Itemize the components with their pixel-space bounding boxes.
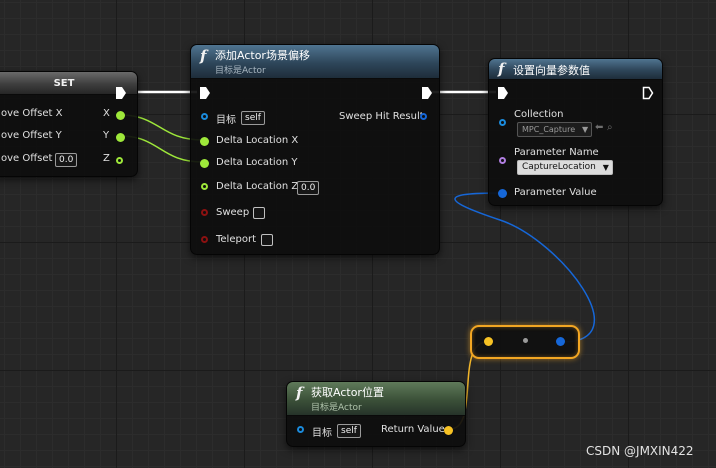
conversion-output-pin[interactable] — [556, 337, 565, 346]
set-node-title: SET — [53, 78, 75, 89]
add-offset-header[interactable]: f 添加Actor场景偏移 目标是Actor — [191, 45, 439, 79]
parameter-name-row: Parameter Name CaptureLocation ▼ — [489, 147, 662, 175]
delta-location-x-label: Delta Location X — [216, 135, 299, 146]
parameter-value-label: Parameter Value — [514, 187, 597, 198]
teleport-input-pin[interactable] — [201, 236, 208, 243]
exec-input-pin[interactable] — [497, 86, 509, 100]
function-icon: f — [200, 47, 207, 65]
target-row: 目标 self Sweep Hit Result — [191, 110, 439, 126]
set-row-y: ove Offset Y Y — [0, 130, 137, 146]
delta-y-row: Delta Location Y — [191, 156, 439, 172]
parameter-name-dropdown[interactable]: CaptureLocation ▼ — [517, 160, 613, 175]
struct-wire-reroute-to-param — [454, 192, 596, 343]
z-output-pin[interactable] — [116, 157, 123, 164]
teleport-label: Teleport — [216, 234, 256, 245]
x-pin-label: X — [103, 108, 110, 119]
function-icon: f — [296, 384, 303, 402]
sweep-hit-result-output-pin[interactable] — [420, 113, 427, 120]
exec-output-pin[interactable] — [421, 86, 433, 100]
move-offset-z-label: ove Offset Z — [1, 153, 63, 164]
delta-x-row: Delta Location X — [191, 134, 439, 150]
add-offset-title: 添加Actor场景偏移 — [215, 49, 310, 62]
collection-label: Collection — [514, 109, 564, 120]
chevron-down-icon: ▼ — [581, 125, 589, 134]
target-self-value[interactable]: self — [241, 111, 265, 125]
get-location-subtitle: 目标是Actor — [311, 403, 362, 413]
add-actor-world-offset-node[interactable]: f 添加Actor场景偏移 目标是Actor 目标 self Sweep Hit… — [190, 44, 440, 255]
delta-z-row: Delta Location Z 0.0 — [191, 180, 439, 196]
delta-location-y-label: Delta Location Y — [216, 157, 298, 168]
exec-output-pin[interactable] — [115, 86, 127, 100]
collection-input-pin[interactable] — [499, 119, 506, 126]
set-row-x: ove Offset X X — [0, 108, 137, 124]
teleport-row: Teleport — [191, 233, 439, 249]
get-location-row: 目标 self Return Value — [287, 423, 465, 439]
x-output-pin[interactable] — [116, 111, 125, 120]
set-vector-parameter-value-node[interactable]: f 设置向量参数值 Collection MPC_Capture ▼ ⬅ ⌕ P… — [488, 58, 663, 206]
exec-output-pin[interactable] — [642, 86, 654, 100]
sweep-checkbox[interactable] — [253, 207, 265, 219]
target-label: 目标 — [312, 428, 332, 439]
sweep-label: Sweep — [216, 207, 250, 218]
z-pin-label: Z — [103, 153, 110, 164]
browse-asset-search-icon[interactable]: ⌕ — [607, 122, 613, 133]
parameter-name-label: Parameter Name — [514, 147, 599, 158]
teleport-checkbox[interactable] — [261, 234, 273, 246]
parameter-value-input-pin[interactable] — [498, 189, 507, 198]
target-self-value[interactable]: self — [337, 424, 361, 438]
delta-location-z-label: Delta Location Z — [216, 181, 299, 192]
sweep-row: Sweep — [191, 206, 439, 222]
get-location-title: 获取Actor位置 — [311, 386, 384, 399]
collection-value: MPC_Capture — [522, 125, 576, 134]
y-output-pin[interactable] — [116, 133, 125, 142]
set-vector-title: 设置向量参数值 — [513, 64, 590, 77]
parameter-value-row: Parameter Value — [489, 187, 662, 203]
collection-row: Collection MPC_Capture ▼ ⬅ ⌕ — [489, 109, 662, 137]
set-row-z: ove Offset Z 0.0 Z — [0, 153, 137, 169]
delta-z-input-pin[interactable] — [201, 183, 208, 190]
set-node-header[interactable]: SET — [0, 72, 137, 95]
return-value-label: Return Value — [381, 424, 445, 435]
chevron-down-icon: ▼ — [602, 163, 609, 172]
add-offset-subtitle: 目标是Actor — [215, 66, 266, 76]
function-icon: f — [498, 60, 505, 78]
target-input-pin[interactable] — [297, 426, 304, 433]
parameter-name-input-pin[interactable] — [499, 157, 506, 164]
get-actor-location-node[interactable]: f 获取Actor位置 目标是Actor 目标 self Return Valu… — [286, 381, 466, 447]
delta-z-value[interactable]: 0.0 — [297, 181, 320, 195]
parameter-name-value: CaptureLocation — [522, 162, 596, 172]
set-vector-header[interactable]: f 设置向量参数值 — [489, 59, 662, 80]
move-offset-z-value[interactable]: 0.0 — [55, 153, 78, 167]
use-selected-asset-icon[interactable]: ⬅ — [595, 122, 604, 133]
collection-dropdown[interactable]: MPC_Capture ▼ — [517, 122, 593, 137]
conversion-center-dot — [523, 338, 528, 343]
exec-input-pin[interactable] — [199, 86, 211, 100]
get-location-header[interactable]: f 获取Actor位置 目标是Actor — [287, 382, 465, 416]
target-input-pin[interactable] — [201, 113, 208, 120]
delta-y-input-pin[interactable] — [200, 159, 209, 168]
conversion-input-pin[interactable] — [484, 337, 493, 346]
vector-to-struct-conversion-node[interactable] — [470, 325, 580, 359]
return-value-output-pin[interactable] — [444, 426, 453, 435]
watermark: CSDN @JMXIN422 — [586, 444, 694, 458]
move-offset-x-label: ove Offset X — [1, 108, 63, 119]
sweep-input-pin[interactable] — [201, 209, 208, 216]
y-pin-label: Y — [103, 130, 110, 141]
delta-x-input-pin[interactable] — [200, 137, 209, 146]
set-variable-node[interactable]: SET ove Offset X X ove Offset Y Y ove Of… — [0, 71, 138, 177]
move-offset-y-label: ove Offset Y — [1, 130, 62, 141]
target-label: 目标 — [216, 115, 236, 126]
sweep-hit-result-label: Sweep Hit Result — [339, 111, 424, 122]
